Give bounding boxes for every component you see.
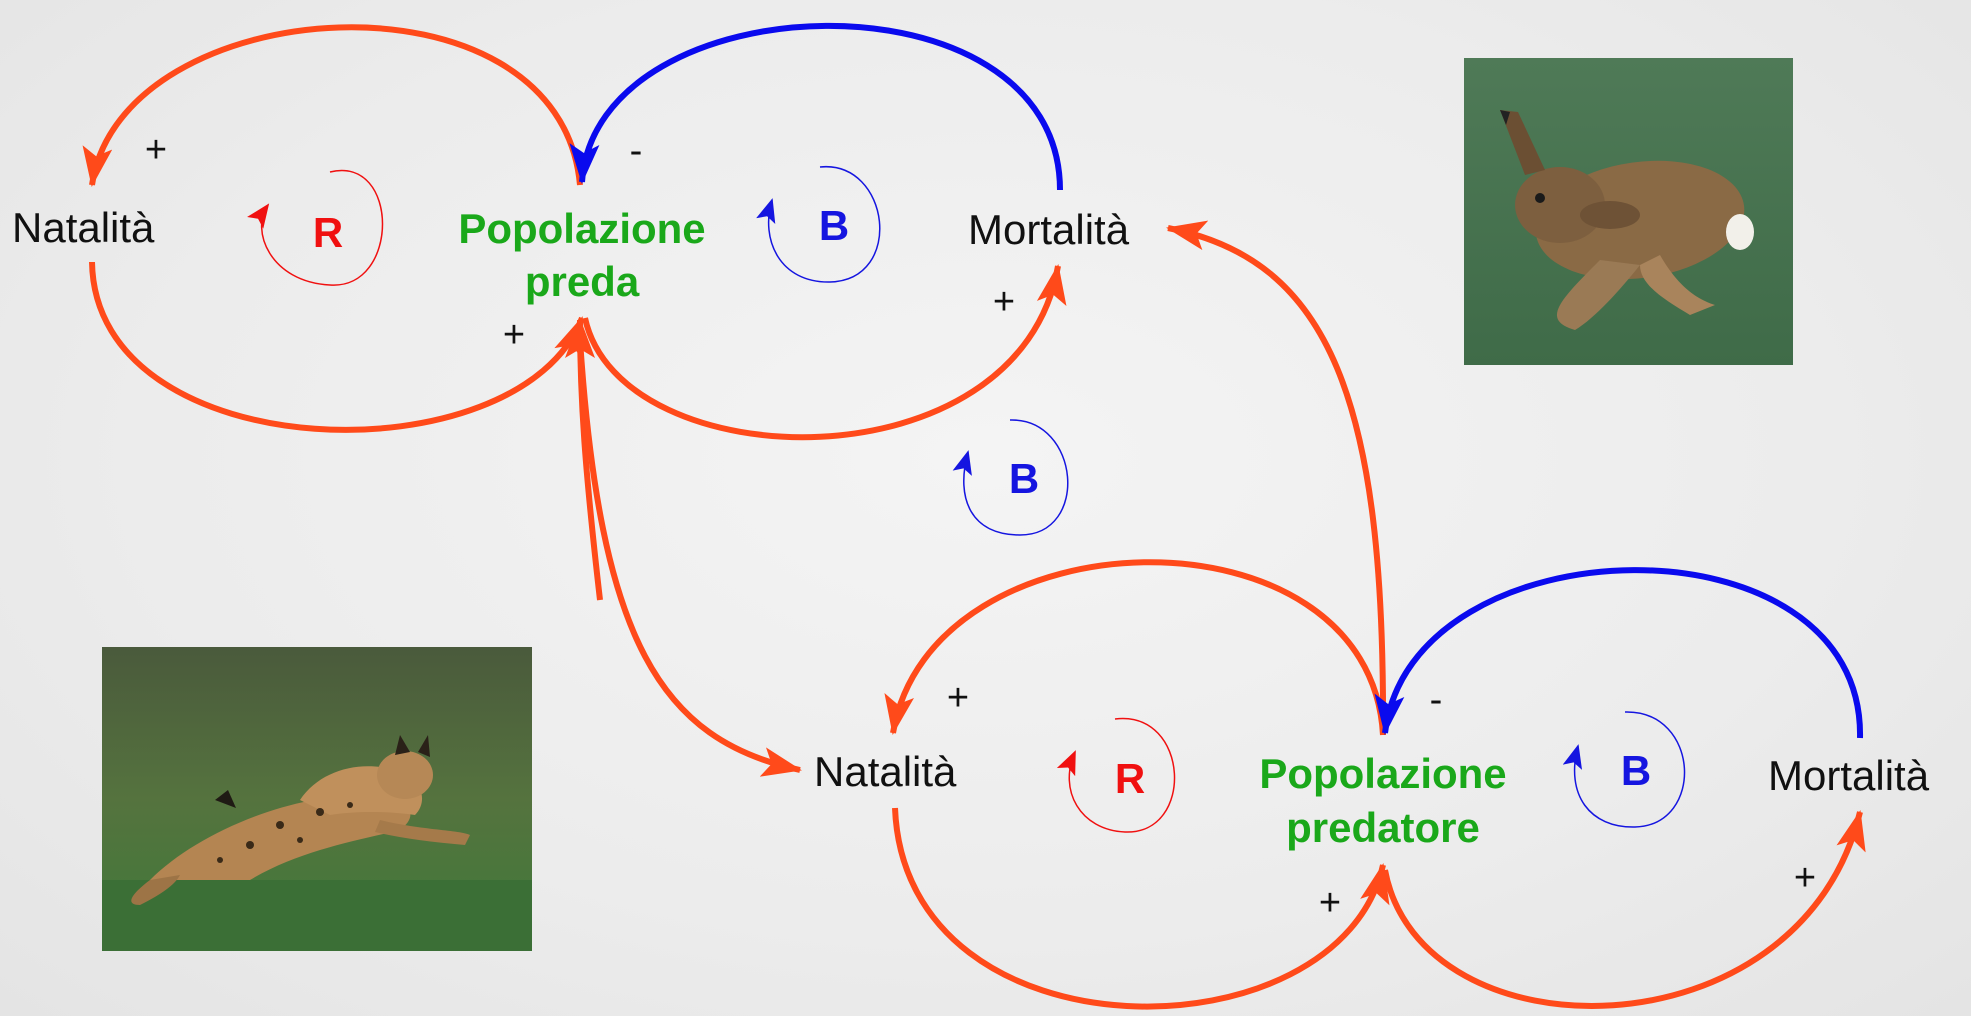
predator-population-label-line2: predatore bbox=[1286, 804, 1480, 851]
prey-reinforcing-loop: R bbox=[247, 169, 384, 286]
predator-reinforcing-loop: R bbox=[1056, 717, 1176, 833]
lynx-photo bbox=[102, 647, 532, 951]
link-predator-pop-to-mortality bbox=[1382, 810, 1866, 1009]
loop-label: B bbox=[819, 202, 849, 249]
link-prey-pop-to-mortality bbox=[582, 264, 1067, 441]
predator-polarity-sign: - bbox=[1430, 679, 1443, 721]
predator-polarity-sign: + bbox=[947, 677, 969, 719]
predator-balancing-loop: B bbox=[1562, 711, 1686, 828]
link-predator-pop-to-prey-mortality bbox=[1166, 220, 1387, 736]
interaction-balancing-loop: B bbox=[952, 419, 1069, 536]
prey-mortality-label: Mortalità bbox=[968, 206, 1130, 253]
prey-population-label-line1: Popolazione bbox=[458, 205, 705, 252]
predator-mortality-label: Mortalità bbox=[1768, 752, 1930, 799]
prey-polarity-sign: + bbox=[145, 129, 167, 171]
link-prey-pop-to-predator-natality bbox=[577, 339, 802, 777]
prey-population-label-line2: preda bbox=[525, 258, 640, 305]
link-predator-natality-to-pop bbox=[892, 807, 1390, 1010]
hare-photo bbox=[1464, 58, 1793, 365]
link-predator-to-prey-pop bbox=[565, 318, 603, 601]
link-predator-pop-to-natality bbox=[884, 559, 1386, 736]
predator-natality-label: Natalità bbox=[814, 748, 957, 795]
prey-polarity-sign: - bbox=[630, 130, 643, 172]
loop-label: B bbox=[1621, 747, 1651, 794]
loop-label: R bbox=[313, 209, 343, 256]
link-predator-mortality-to-pop bbox=[1374, 567, 1864, 739]
loop-label: B bbox=[1009, 455, 1039, 502]
prey-natality-label: Natalità bbox=[12, 204, 155, 251]
prey-polarity-sign: + bbox=[993, 281, 1015, 323]
loop-label: R bbox=[1115, 755, 1145, 802]
prey-balancing-loop: B bbox=[756, 166, 881, 283]
link-prey-mortality-to-pop bbox=[569, 22, 1063, 191]
link-prey-pop-to-natality bbox=[82, 24, 583, 187]
link-prey-natality-to-pop bbox=[89, 261, 585, 433]
predator-polarity-sign: + bbox=[1794, 857, 1816, 899]
prey-polarity-sign: + bbox=[503, 314, 525, 356]
predator-polarity-sign: + bbox=[1319, 882, 1341, 924]
predator-population-label-line1: Popolazione bbox=[1259, 750, 1506, 797]
